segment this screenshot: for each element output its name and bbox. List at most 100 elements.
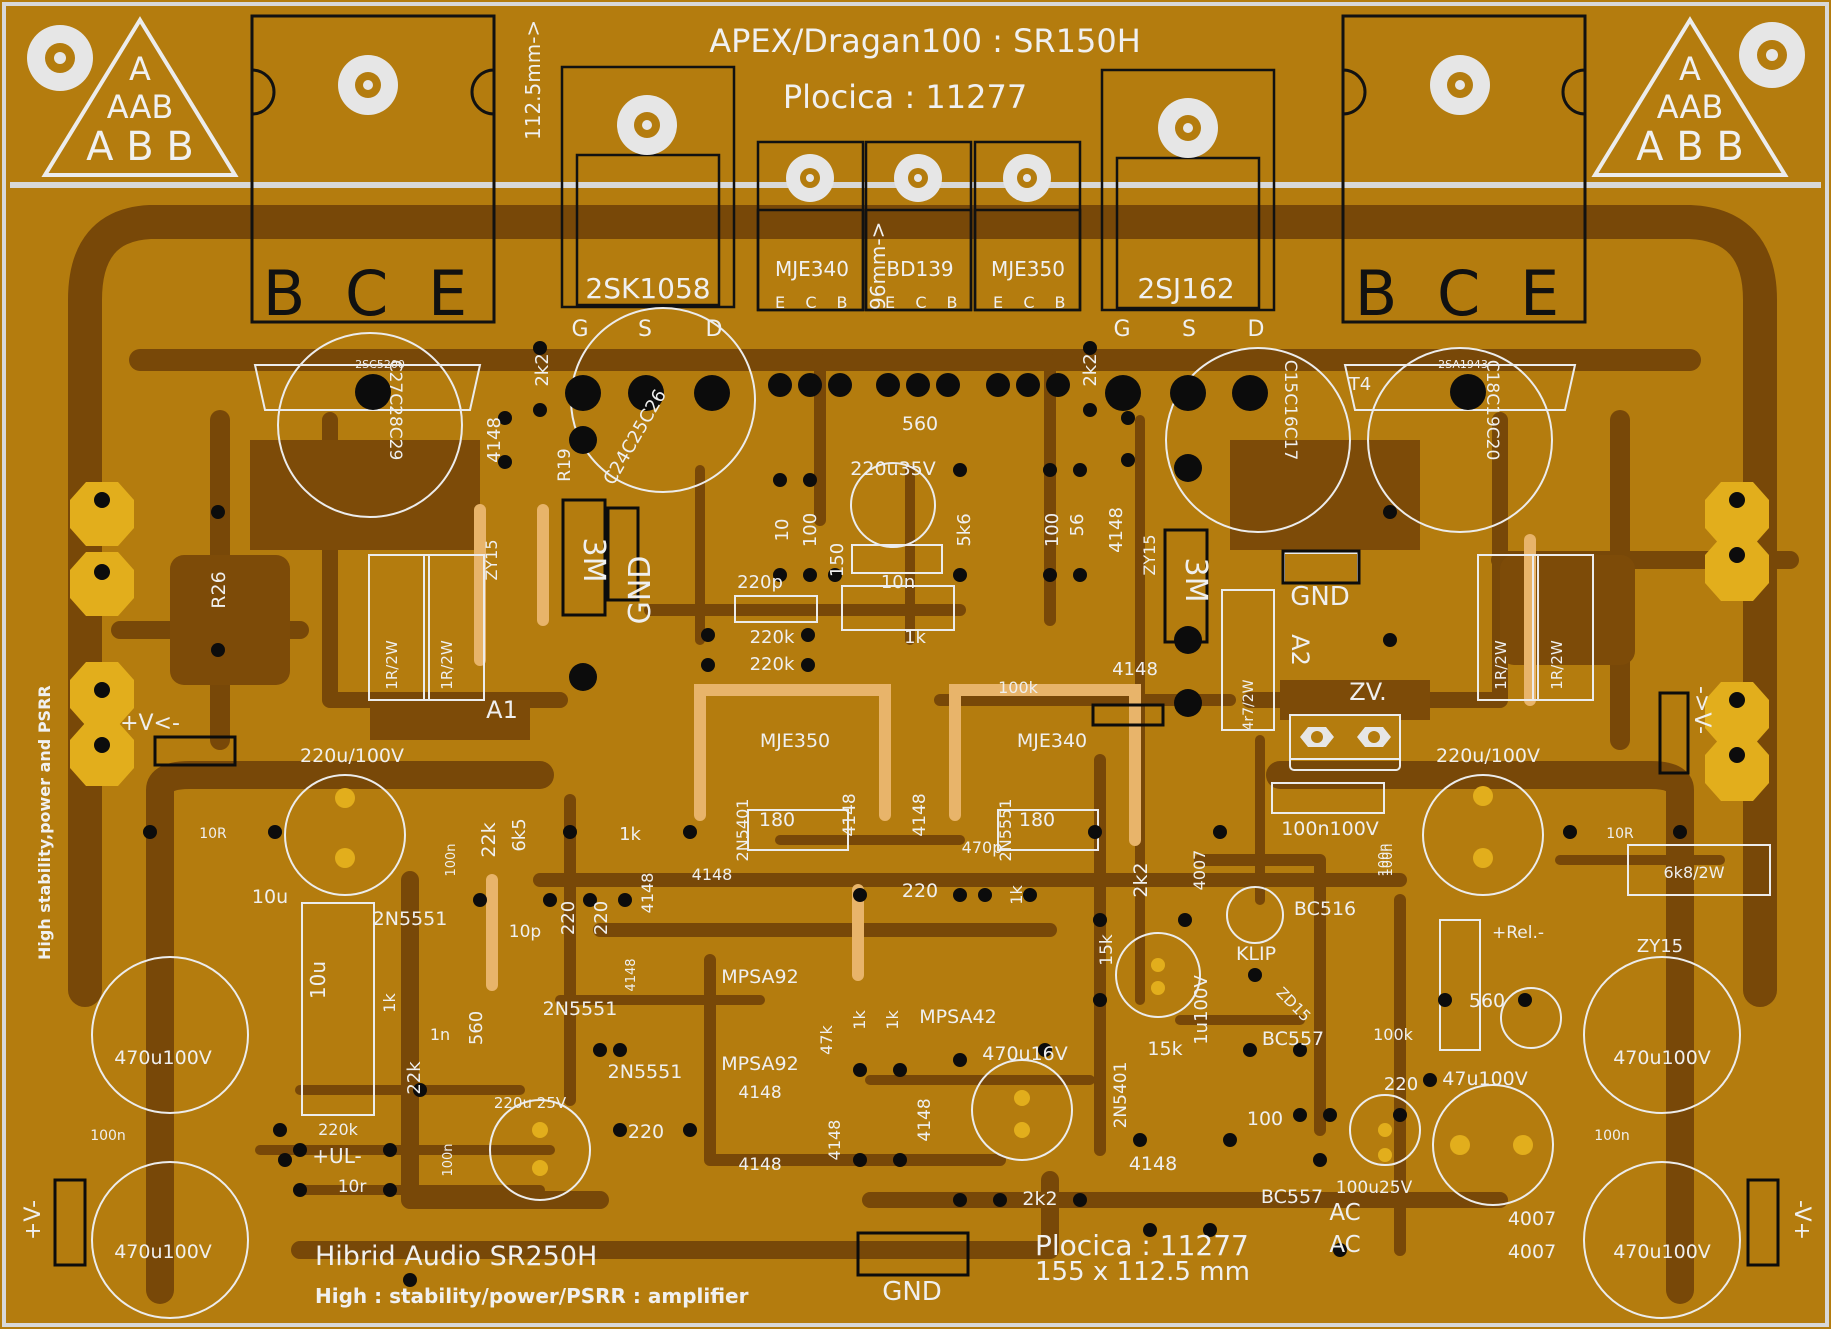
- silk-label-q2n5551d: 2N5551: [608, 1061, 683, 1083]
- silk-label-r1kc: 1k: [1007, 885, 1026, 905]
- plocica-top: Plocica : 11277: [783, 78, 1027, 116]
- svg-text:G: G: [1113, 317, 1130, 342]
- silk-label-r6k5: 6k5: [509, 818, 530, 851]
- silk-label-c10p: 10p: [509, 922, 541, 942]
- silk-label-zy15a: ZY15: [482, 539, 501, 580]
- silk-label-r220d: 220: [628, 1121, 664, 1143]
- svg-text:E: E: [993, 293, 1003, 312]
- silk-label-c100n100v: 100n100V: [1281, 818, 1379, 840]
- fet-2sj162: 2SJ162 G S D: [1100, 68, 1276, 342]
- silk-label-r220a: 220: [558, 901, 579, 935]
- resistor-bodies: [561, 498, 1209, 727]
- silk-label-c-l4: C15C16C17: [1280, 360, 1300, 461]
- silk-label-r220ka: 220k: [750, 627, 795, 648]
- silk-label-d4148m: 4148: [1129, 1153, 1177, 1175]
- silk-label-c220u100b: 220u/100V: [1436, 745, 1540, 767]
- silk-label-bc557a: BC557: [1262, 1028, 1324, 1050]
- silk-label-d4148g: 4148: [638, 873, 657, 914]
- silk-label-plus-v-b: +V-: [21, 1200, 46, 1240]
- silk-label-c470u16: 470u16V: [982, 1043, 1067, 1065]
- silk-label-c220u35: 220u35V: [850, 458, 935, 480]
- silk-label-d4148j: 4148: [738, 1155, 781, 1175]
- silk-label-r1r2w-b: 1R/2W: [438, 640, 456, 690]
- mount-hole-left: [27, 25, 93, 91]
- silk-label-bc516: BC516: [1294, 898, 1356, 920]
- silk-label-zy15b: ZY15: [1140, 534, 1159, 575]
- silk-label-minus-v-a: ->V-: [1689, 686, 1714, 734]
- svg-text:S: S: [638, 317, 652, 342]
- silk-label-d4007a: 4007: [1190, 850, 1209, 891]
- silk-label-r26: R26: [208, 571, 230, 608]
- silk-label-zv: ZV.: [1349, 678, 1386, 706]
- size-label: 155 x 112.5 mm: [1035, 1257, 1250, 1287]
- svg-text:E: E: [885, 293, 895, 312]
- silk-label-r1kd: 1k: [380, 993, 399, 1013]
- silk-label-d4007c: 4007: [1508, 1241, 1556, 1263]
- fet-2sj162-label: 2SJ162: [1137, 272, 1234, 305]
- silk-label-r6k8: 6k8/2W: [1663, 863, 1724, 882]
- silk-label-d4148b: 4148: [1106, 507, 1127, 553]
- silk-label-r560a: 560: [902, 413, 938, 435]
- silk-label-r1r2w-a: 1R/2W: [383, 640, 401, 690]
- silk-label-c10u-a: 10u: [252, 886, 288, 908]
- silk-label-r220e: 220: [1384, 1074, 1418, 1095]
- silk-label-c1n: 1n: [430, 1025, 450, 1044]
- silk-label-q2n5551b: 2N5551: [373, 908, 448, 930]
- silk-label-r1ke: 1k: [850, 1010, 869, 1030]
- silk-label-a1: A1: [486, 696, 518, 724]
- silk-label-mje350b: MJE350: [760, 730, 830, 752]
- silk-label-r2k2d: 2k2: [1022, 1188, 1057, 1210]
- silk-label-r100k: 100k: [998, 678, 1039, 697]
- silk-label-r1kb: 1k: [619, 824, 641, 845]
- silk-label-q2n5401b: 2N5401: [1111, 1062, 1131, 1129]
- silk-label-c470u100b: 470u100V: [114, 1241, 212, 1263]
- logo-triangle-left: [41, 16, 239, 177]
- silk-label-c220p: 220p: [737, 572, 783, 593]
- silk-label-r560c: 560: [1469, 990, 1505, 1012]
- cap-outlines: [91, 307, 1741, 1319]
- silk-label-plus-v-a: +V<-: [120, 711, 180, 736]
- silk-label-c100u25: 100u25V: [1336, 1178, 1413, 1198]
- logo-triangle-right: [1591, 16, 1789, 177]
- silk-label-r100a: 100: [800, 513, 821, 547]
- silk-label-c100ne: 100n: [1594, 1128, 1630, 1144]
- svg-text:D: D: [706, 317, 723, 342]
- silk-label-c-l2: C27C28C29: [385, 360, 405, 461]
- silk-label-gnd-a: GND: [623, 556, 658, 625]
- header-logos: [41, 16, 1789, 177]
- silk-label-r560b: 560: [466, 1011, 487, 1045]
- silk-label-r10ra: 10R: [199, 826, 227, 842]
- copper-traces: [68, 205, 1799, 1304]
- silk-label-c47u100: 47u100V: [1442, 1068, 1527, 1090]
- copper-pours: [170, 440, 1635, 740]
- jumper-wires: [474, 504, 1536, 991]
- fet-2sk1058-label: 2SK1058: [585, 272, 710, 305]
- silk-label-d4148l: 4148: [915, 1098, 935, 1141]
- silk-label-r10: 10: [772, 519, 793, 542]
- silk-label-c100na: 100n: [444, 843, 459, 876]
- silk-label-r22k: 22k: [478, 822, 500, 857]
- logo-right-line1: A: [1679, 50, 1701, 88]
- silk-label-r-2k2b: 2k2: [1080, 353, 1101, 386]
- silk-label-d4148e: 4148: [840, 793, 860, 836]
- silk-label-r1r2w-c: 1R/2W: [1492, 640, 1510, 690]
- silk-label-r220kc: 220k: [318, 1120, 359, 1139]
- silk-label-c100nc: 100n: [1381, 843, 1396, 876]
- svg-text:D: D: [1248, 317, 1265, 342]
- silk-label-r56: 56: [1067, 514, 1088, 537]
- mount-hole-right: [1739, 22, 1805, 88]
- silk-label-r-2k2a: 2k2: [532, 353, 553, 386]
- side-text: High stability,power and PSRR: [35, 685, 54, 960]
- silk-label-r100c: 100: [1247, 1108, 1283, 1130]
- driver-bd139: BD139 E C B: [864, 140, 973, 312]
- silk-label-zy15c: ZY15: [1637, 936, 1683, 957]
- dimension-inner: 96mm->: [866, 222, 890, 310]
- silk-label-res-3m-b: 3M: [1178, 558, 1213, 603]
- driver-mje340: MJE340 E C B: [756, 140, 865, 312]
- silk-label-c-l6: 2SA1943: [1438, 358, 1488, 371]
- power-transistor-left: B C E: [250, 14, 496, 330]
- svg-text:B: B: [947, 293, 958, 312]
- silk-label-mpsa92a: MPSA92: [721, 966, 798, 988]
- svg-text:S: S: [1182, 317, 1196, 342]
- silk-label-gnd-b: GND: [1290, 582, 1350, 612]
